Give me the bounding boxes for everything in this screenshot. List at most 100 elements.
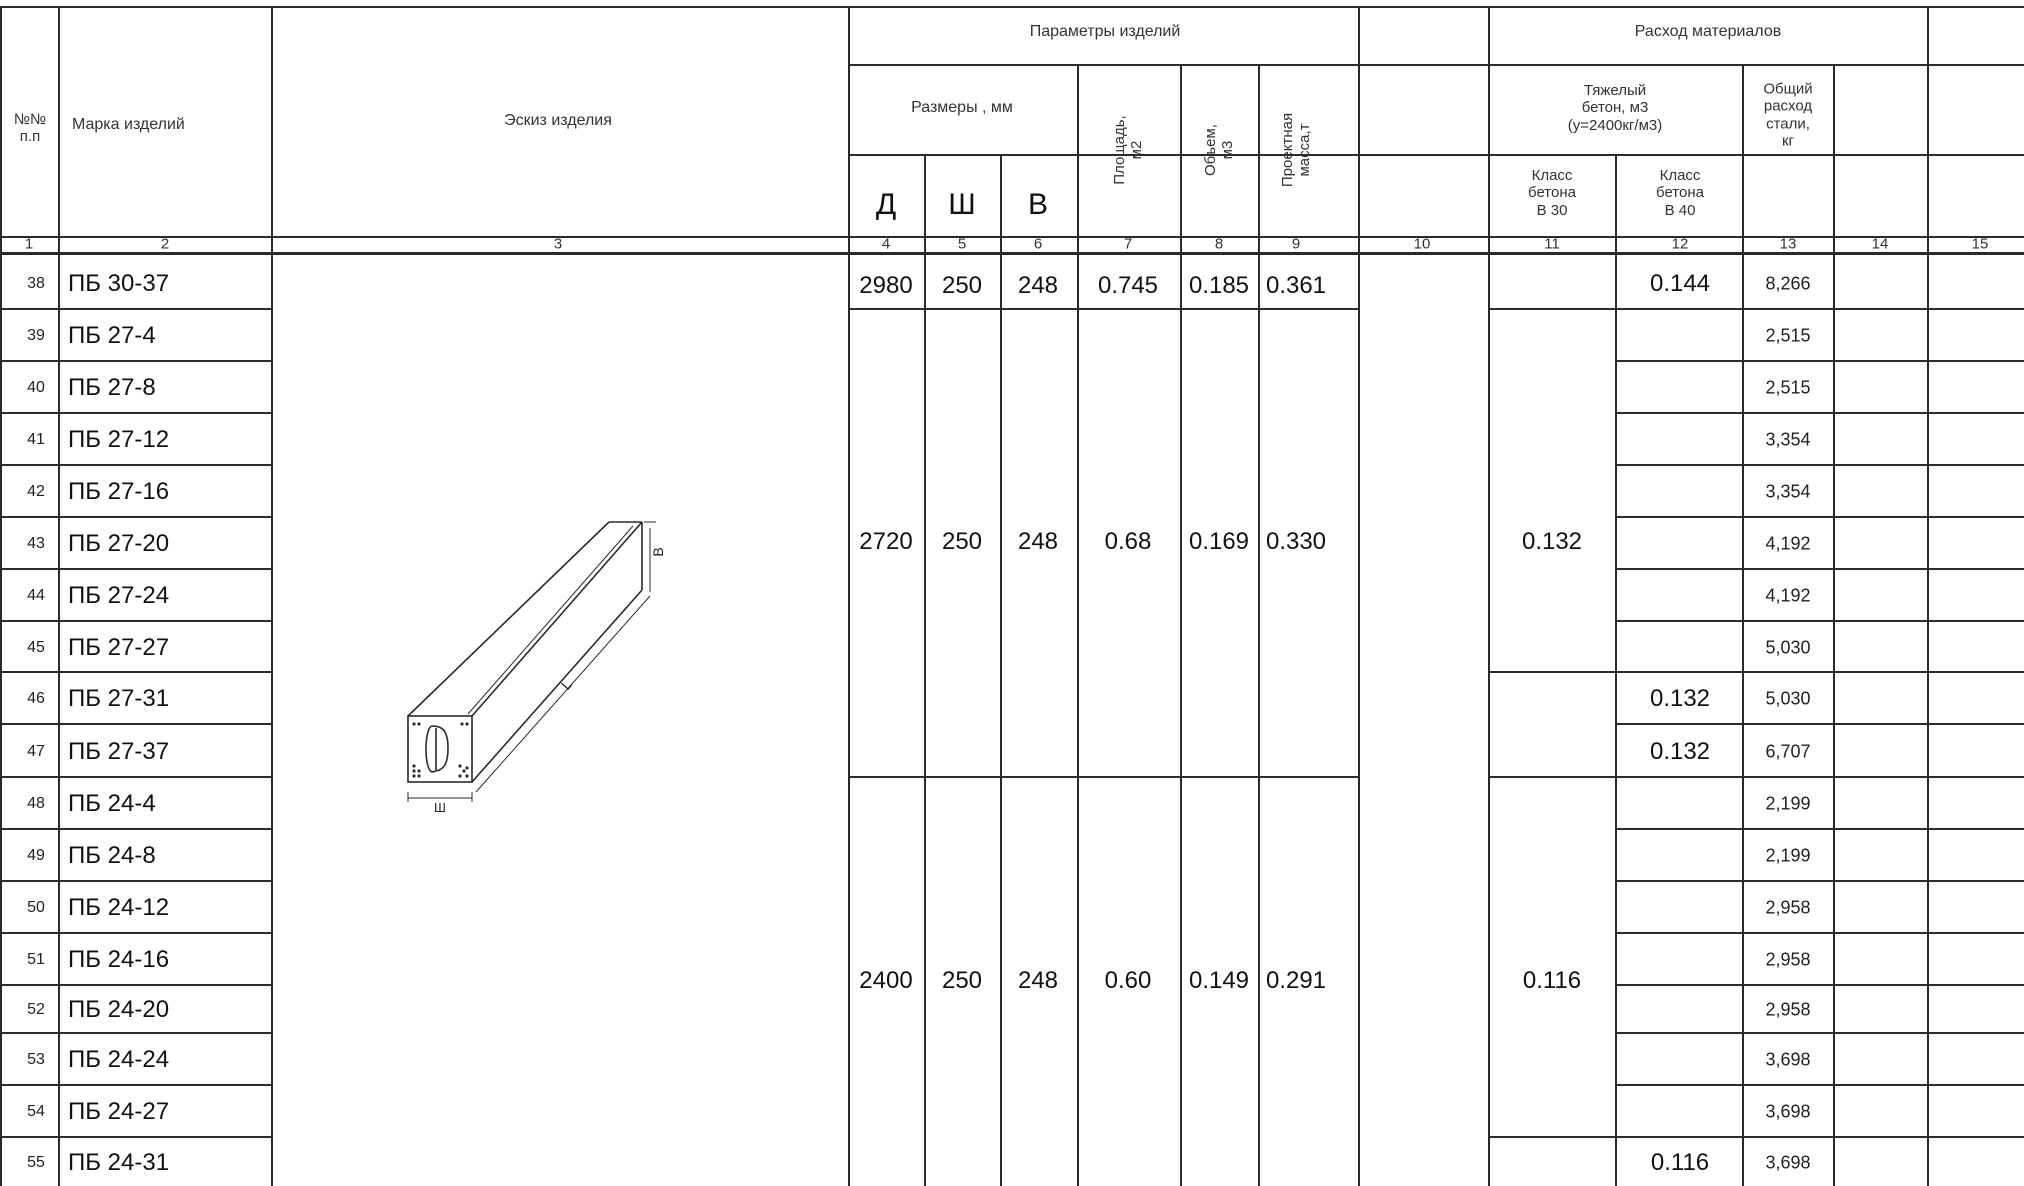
row-number: 38 xyxy=(27,274,45,292)
sketch-column-header: Эскиз изделия xyxy=(504,111,612,129)
dim-d-value: 2400 xyxy=(859,967,913,995)
steel-total-value: 3,698 xyxy=(1765,1049,1811,1070)
product-mark: ПБ 27-27 xyxy=(68,633,170,661)
no-column-header: №№ п.п xyxy=(13,110,47,145)
steel-total-value: 3,354 xyxy=(1765,429,1811,450)
product-mark: ПБ 27-8 xyxy=(68,374,156,402)
area-value: 0.68 xyxy=(1104,528,1152,556)
sketch-label-b: В xyxy=(650,547,666,556)
class-b40-header: Класс бетона В 40 xyxy=(1656,167,1704,219)
beam-sketch: В L Ш xyxy=(407,521,666,815)
steel-total-value: 3,698 xyxy=(1765,1101,1811,1122)
area-value: 0.60 xyxy=(1104,967,1152,995)
class-b30-header: Класс бетона В 30 xyxy=(1528,167,1576,219)
row-number: 51 xyxy=(27,950,45,968)
parameters-group-header: Параметры изделий xyxy=(1029,22,1181,40)
class-b40-value: 0.132 xyxy=(1649,737,1711,765)
dim-v-header: В xyxy=(1027,187,1049,221)
dim-d-value: 2980 xyxy=(859,271,913,299)
steel-total-value: 4,192 xyxy=(1765,533,1811,554)
product-mark: ПБ 24-20 xyxy=(68,996,170,1024)
product-mark: ПБ 27-4 xyxy=(68,322,156,350)
mass-value: 0.361 xyxy=(1265,271,1327,299)
product-mark: ПБ 27-37 xyxy=(68,737,170,765)
row-number: 54 xyxy=(27,1102,45,1120)
row-number: 48 xyxy=(27,794,45,812)
column-number: 3 xyxy=(553,235,563,253)
steel-total-header: Общий расход стали, кг xyxy=(1763,80,1813,150)
product-mark: ПБ 27-12 xyxy=(68,426,170,454)
row-number: 42 xyxy=(27,482,45,500)
row-number: 45 xyxy=(27,638,45,656)
column-number: 9 xyxy=(1291,235,1301,253)
area-value: 0.745 xyxy=(1097,271,1159,299)
product-mark: ПБ 27-24 xyxy=(68,582,170,610)
dim-sh-header: Ш xyxy=(948,187,976,221)
class-b40-value: 0.116 xyxy=(1650,1149,1710,1177)
product-mark: ПБ 30-37 xyxy=(68,269,170,297)
class-b40-value: 0.144 xyxy=(1649,269,1711,297)
product-mark: ПБ 24-4 xyxy=(68,790,156,818)
column-number: 11 xyxy=(1544,235,1560,253)
dim-sh-value: 250 xyxy=(941,271,983,299)
steel-total-value: 4,192 xyxy=(1765,585,1811,606)
product-mark: ПБ 27-31 xyxy=(68,685,170,713)
product-mark: ПБ 24-8 xyxy=(68,842,156,870)
mass-value: 0.330 xyxy=(1265,528,1327,556)
dim-v-value: 248 xyxy=(1017,528,1059,556)
class-b40-value: 0.132 xyxy=(1649,685,1711,713)
mass-value: 0.291 xyxy=(1265,967,1327,995)
steel-total-value: 2,515 xyxy=(1765,377,1811,398)
dimensions-group-header: Размеры , мм xyxy=(911,98,1013,116)
column-number: 1 xyxy=(24,235,34,253)
column-number: 4 xyxy=(881,235,891,253)
heavy-concrete-header: Тяжелый бетон, м3 (у=2400кг/м3) xyxy=(1567,82,1663,134)
dim-d-value: 2720 xyxy=(859,528,913,556)
row-number: 52 xyxy=(27,1000,45,1018)
column-number: 7 xyxy=(1123,235,1133,253)
row-number: 49 xyxy=(27,846,45,864)
product-mark: ПБ 27-16 xyxy=(68,478,170,506)
product-mark: ПБ 24-31 xyxy=(68,1149,170,1177)
class-b30-value: 0.116 xyxy=(1522,967,1582,995)
area-header: Площадь, м2 xyxy=(1110,115,1145,185)
dim-v-value: 248 xyxy=(1017,271,1059,299)
volume-value: 0.185 xyxy=(1188,271,1250,299)
steel-total-value: 2,515 xyxy=(1765,325,1811,346)
volume-value: 0.149 xyxy=(1188,967,1250,995)
row-number: 47 xyxy=(27,742,45,760)
row-number: 41 xyxy=(27,430,45,448)
dim-v-value: 248 xyxy=(1017,967,1059,995)
column-number: 6 xyxy=(1033,235,1043,253)
column-number: 8 xyxy=(1214,235,1224,253)
steel-total-value: 2,958 xyxy=(1765,949,1811,970)
class-b30-value: 0.132 xyxy=(1521,528,1583,556)
column-number: 10 xyxy=(1413,235,1431,253)
mass-header: Проектная масса,т xyxy=(1278,112,1313,188)
row-number: 53 xyxy=(27,1050,45,1068)
row-number: 44 xyxy=(27,586,45,604)
sketch-label-sh: Ш xyxy=(434,800,446,815)
mark-column-header: Марка изделий xyxy=(72,115,185,133)
steel-total-value: 5,030 xyxy=(1765,688,1811,709)
product-mark: ПБ 24-12 xyxy=(68,894,170,922)
row-number: 55 xyxy=(27,1153,45,1171)
row-number: 40 xyxy=(27,378,45,396)
column-number: 5 xyxy=(957,235,967,253)
column-number: 15 xyxy=(1971,235,1989,253)
row-number: 43 xyxy=(27,534,45,552)
dim-sh-value: 250 xyxy=(941,528,983,556)
steel-total-value: 2,199 xyxy=(1765,793,1811,814)
column-number: 2 xyxy=(160,235,170,253)
column-number: 12 xyxy=(1671,235,1689,253)
steel-total-value: 8,266 xyxy=(1765,273,1811,294)
dim-d-header: Д xyxy=(875,187,897,221)
materials-group-header: Расход материалов xyxy=(1634,22,1782,40)
product-mark: ПБ 24-27 xyxy=(68,1098,170,1126)
volume-value: 0.169 xyxy=(1188,528,1250,556)
volume-header: Объем, м3 xyxy=(1201,124,1236,176)
steel-total-value: 6,707 xyxy=(1765,741,1811,762)
column-number: 14 xyxy=(1871,235,1889,253)
product-mark: ПБ 27-20 xyxy=(68,530,170,558)
